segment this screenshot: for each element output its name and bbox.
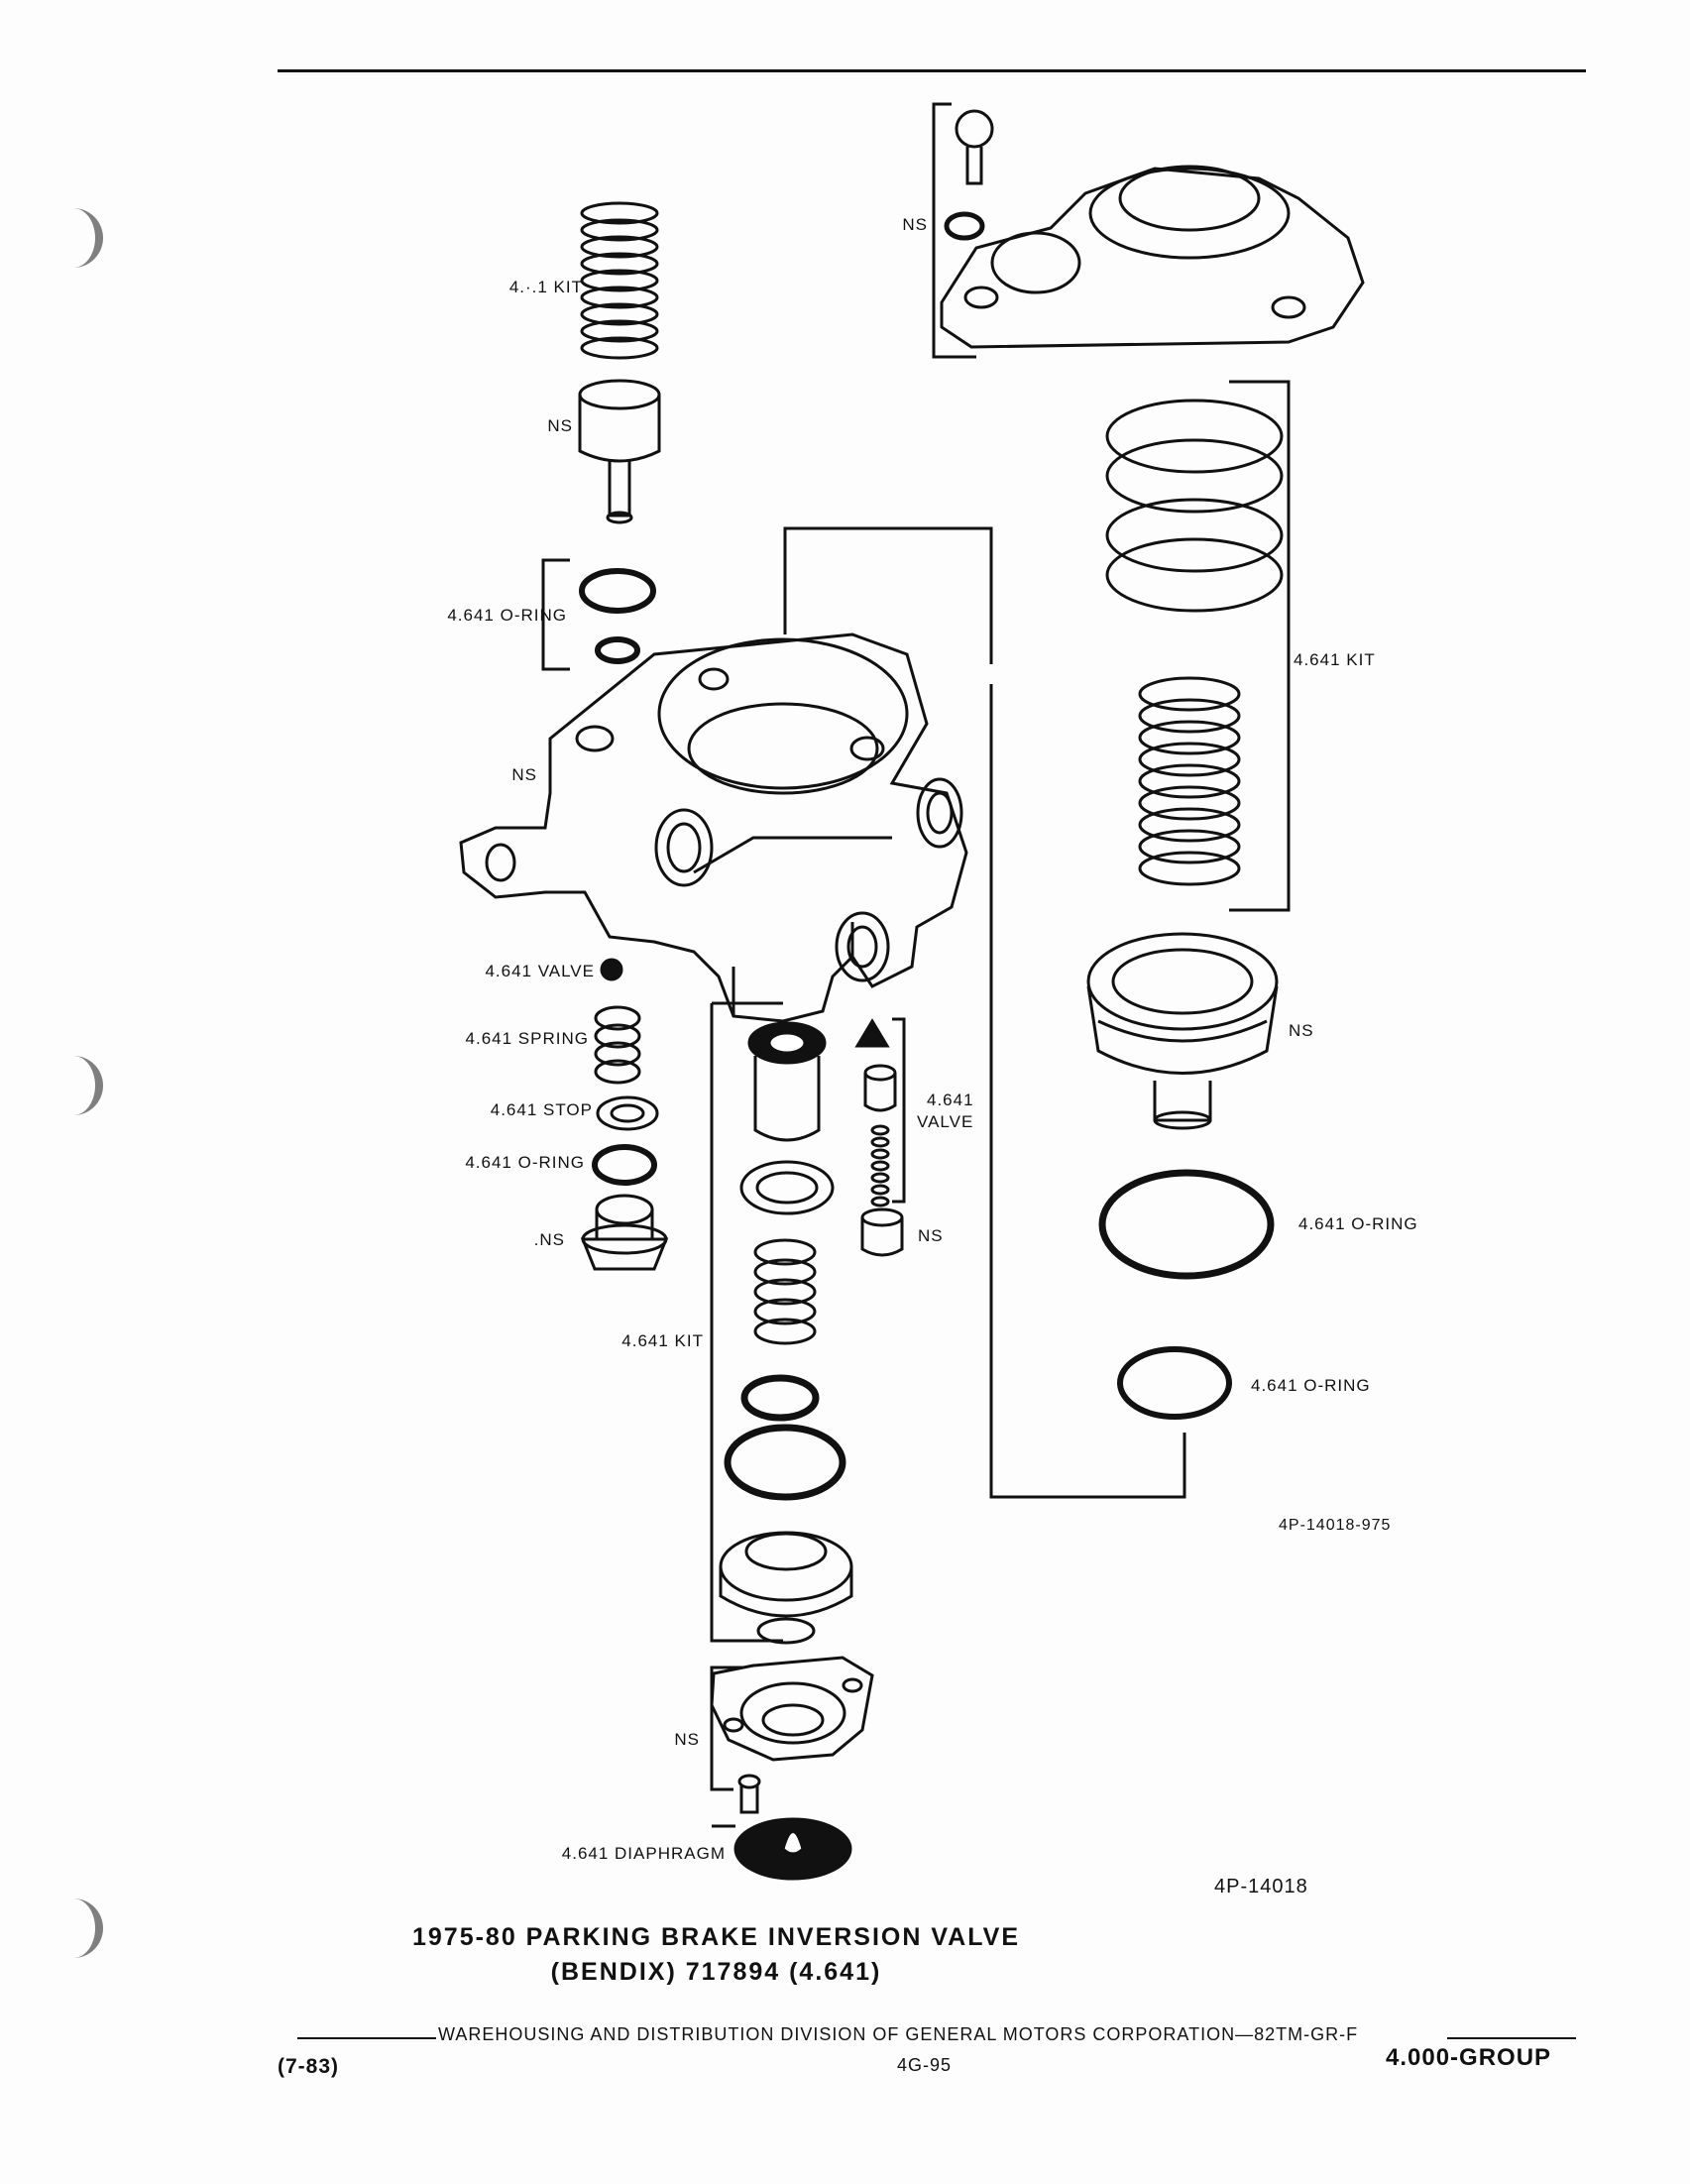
callout-spring-left: 4.641 SPRING	[465, 1029, 589, 1048]
callout-ns-diaphragm-right: NS	[1289, 1021, 1314, 1040]
footer-rule-left	[297, 2037, 436, 2039]
callout-kit-right: 4.641 KIT	[1294, 650, 1376, 669]
footer-rule-right	[1447, 2037, 1576, 2039]
footer-page-number: 4G-95	[897, 2055, 953, 2075]
top-spring-drawing	[580, 201, 659, 360]
callout-valve-center-line2: VALVE	[917, 1112, 974, 1131]
right-o-ring-small-drawing	[1117, 1346, 1232, 1420]
left-stack-drawing	[580, 958, 669, 1271]
callout-o-ring-right-2: 4.641 O-RING	[1251, 1376, 1371, 1395]
piston-drawing	[578, 379, 661, 524]
callout-o-ring-right-1: 4.641 O-RING	[1298, 1214, 1418, 1233]
binder-hole-top	[56, 208, 103, 268]
callout-valve-center-line1: 4.641	[927, 1091, 974, 1109]
top-cover-drawing	[932, 102, 1365, 359]
drawing-number: 4P-14018-975	[1279, 1517, 1392, 1534]
callout-o-ring-left2: 4.641 O-RING	[465, 1153, 585, 1172]
figure-title-line1: 1975-80 PARKING BRAKE INVERSION VALVE	[411, 1923, 1020, 1951]
center-stack-drawing	[710, 1001, 853, 1645]
callout-stop-left: 4.641 STOP	[490, 1100, 593, 1119]
binder-hole-bottom	[56, 1898, 103, 1958]
binder-hole-middle	[56, 1056, 103, 1115]
bottom-cover-drawing	[710, 1656, 874, 1828]
callout-ns-small: NS	[918, 1226, 944, 1245]
callout-valve-left: 4.641 VALVE	[485, 962, 595, 980]
left-o-rings-drawing	[541, 558, 656, 671]
right-diaphragm-drawing	[1086, 932, 1279, 1130]
callout-ns-piston: NS	[547, 416, 573, 435]
right-o-ring-large-drawing	[1098, 1169, 1275, 1280]
callout-ns-cover-bottom: NS	[674, 1730, 700, 1749]
callout-kit-center: 4.641 KIT	[621, 1331, 704, 1350]
valve-body-drawing	[459, 632, 968, 1023]
figure-title-line2: (BENDIX) 717894 (4.641)	[550, 1958, 882, 1986]
callout-o-ring-left: 4.641 O-RING	[447, 606, 567, 625]
right-kit-bracket	[1229, 380, 1291, 912]
figure-number: 4P-14018	[1214, 1876, 1308, 1897]
right-large-spring-drawing	[1105, 399, 1284, 613]
assembly-bracket	[783, 526, 1186, 1499]
footer-group: 4.000-GROUP	[1386, 2044, 1552, 2071]
small-valve-parts-drawing	[854, 1017, 906, 1257]
right-small-spring-drawing	[1138, 676, 1241, 886]
callout-diaphragm: 4.641 DIAPHRAGM	[561, 1844, 726, 1863]
footer-division: WAREHOUSING AND DISTRIBUTION DIVISION OF…	[438, 2024, 1359, 2044]
callout-top-kit: 4.·.1 KIT	[508, 278, 583, 296]
footer-date: (7-83)	[278, 2055, 340, 2078]
callout-ns-body: NS	[511, 765, 537, 784]
callout-ns-plug: .NS	[533, 1230, 565, 1249]
top-rule	[278, 69, 1586, 72]
bottom-diaphragm-drawing	[733, 1817, 852, 1881]
callout-ns-cover-top: NS	[902, 215, 928, 234]
